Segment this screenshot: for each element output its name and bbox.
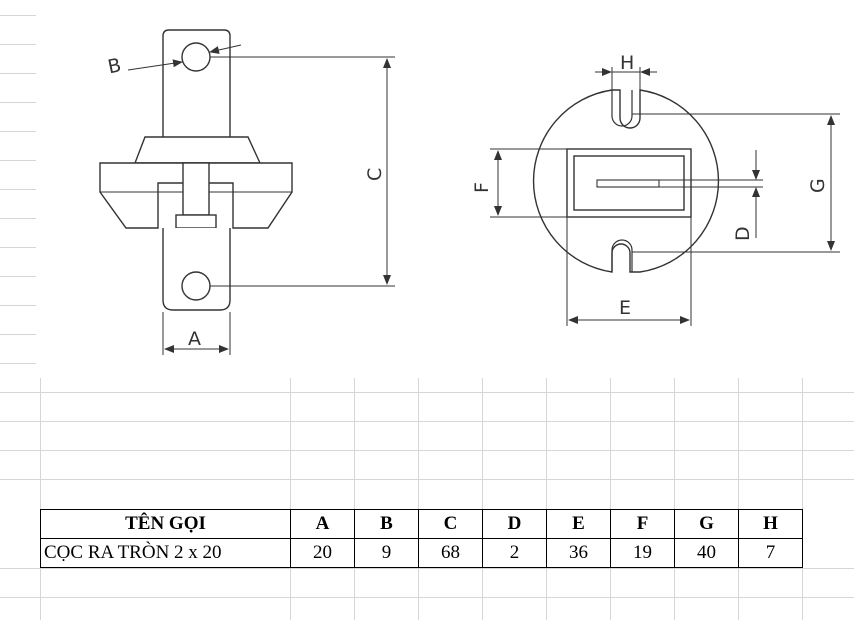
label-c: C (364, 168, 386, 181)
label-a: A (188, 328, 201, 350)
housing-outer (566, 148, 692, 218)
cell-g[interactable]: 40 (674, 538, 739, 568)
cell-a[interactable]: 20 (290, 538, 355, 568)
cell-d[interactable]: 2 (482, 538, 547, 568)
terminal-technical-drawing: A B C H F (99, 29, 840, 355)
bottom-hole (181, 271, 211, 301)
label-d: D (732, 226, 754, 241)
bottom-blade (162, 228, 231, 311)
body-neck (133, 136, 262, 164)
cell-name[interactable]: CỌC RA TRÒN 2 x 20 (40, 538, 291, 568)
spec-table: TÊN GỌI A B C D E F G H CỌC RA TRÒN 2 x … (40, 509, 803, 568)
label-e: E (619, 297, 631, 319)
top-view (532, 89, 720, 273)
blade-slot (596, 179, 660, 188)
top-hole (181, 42, 211, 72)
housing-inner (573, 155, 685, 211)
table-header-row: TÊN GỌI A B C D E F G H (40, 509, 803, 539)
header-h: H (738, 509, 803, 539)
side-view (99, 29, 293, 311)
header-e: E (546, 509, 611, 539)
round-base (532, 89, 720, 273)
dim-b-leader (127, 59, 183, 71)
cell-h[interactable]: 7 (738, 538, 803, 568)
bottom-slot (611, 239, 633, 272)
header-a: A (290, 509, 355, 539)
header-name: TÊN GỌI (40, 509, 291, 539)
body-flange (99, 162, 293, 229)
label-g: G (807, 178, 829, 193)
cell-e[interactable]: 36 (546, 538, 611, 568)
header-c: C (418, 509, 483, 539)
body-step (175, 214, 217, 229)
body-stem (182, 162, 210, 216)
label-h: H (620, 52, 634, 74)
cell-b[interactable]: 9 (354, 538, 419, 568)
header-g: G (674, 509, 739, 539)
label-f: F (471, 182, 493, 193)
table-row: CỌC RA TRÒN 2 x 20 20 9 68 2 36 19 40 7 (40, 538, 803, 568)
cell-c[interactable]: 68 (418, 538, 483, 568)
label-b: B (106, 54, 123, 78)
header-f: F (610, 509, 675, 539)
header-d: D (482, 509, 547, 539)
header-b: B (354, 509, 419, 539)
cell-f[interactable]: 19 (610, 538, 675, 568)
top-slot (611, 90, 633, 127)
